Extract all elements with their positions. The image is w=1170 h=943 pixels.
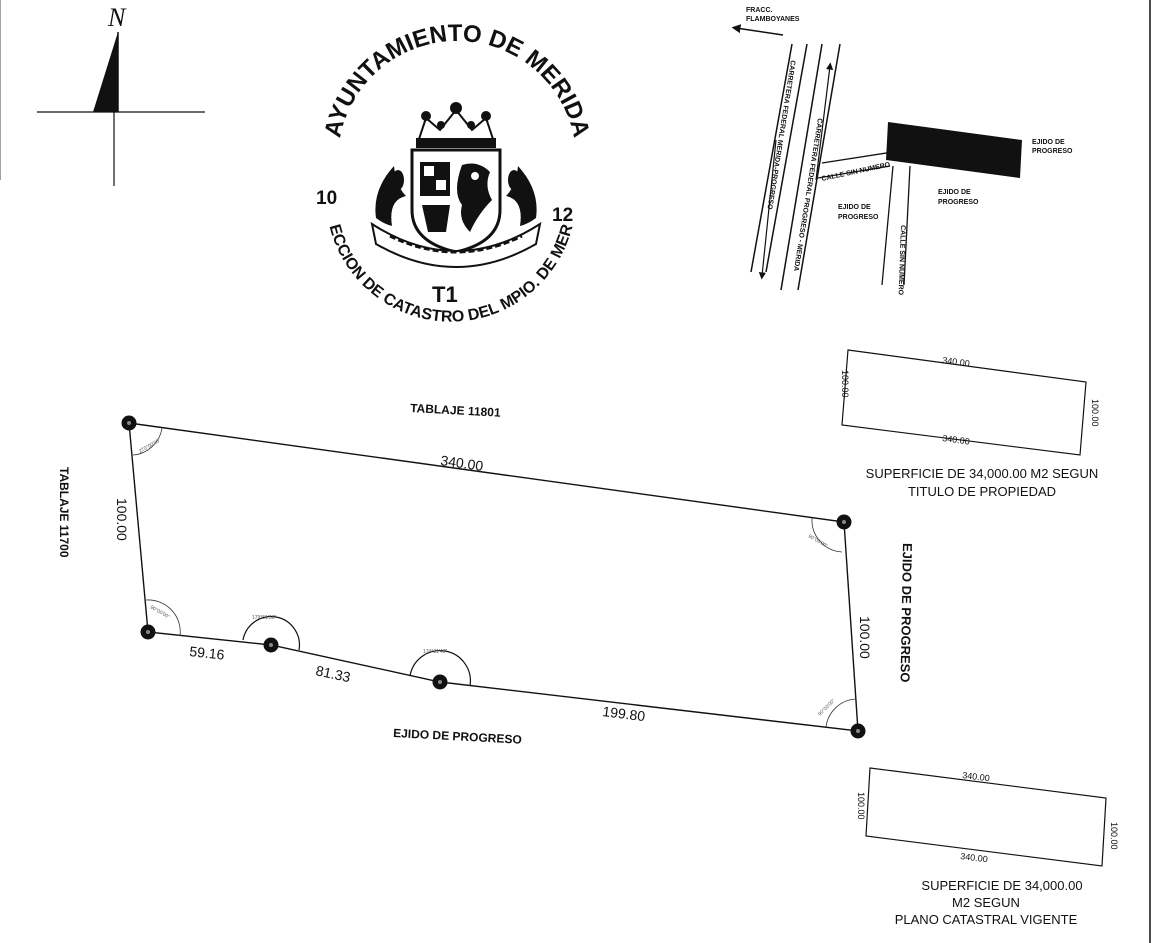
- lot-location-block: [886, 122, 1022, 178]
- cadastral-caption-2: M2 SEGUN: [952, 895, 1020, 910]
- vertex-marker: [836, 514, 852, 530]
- seal-right-number: 12: [552, 205, 573, 226]
- north-arrow: N: [37, 3, 205, 186]
- seal-code: T1: [432, 282, 458, 307]
- vertex-marker: [121, 415, 137, 431]
- angle-arc-nw: [132, 427, 163, 456]
- title-right-length: 100.00: [1090, 399, 1100, 427]
- flamboyanes-arrow: [731, 24, 784, 36]
- cadastral-rect: [865, 767, 1107, 867]
- angle-label-4: 90°00'00": [807, 534, 829, 550]
- angle-label-3: 174°31'43": [423, 649, 447, 655]
- ejido-right-label-1: EJIDO DE: [1032, 139, 1065, 146]
- side-west-length: 100.00: [114, 498, 130, 541]
- side-south-2-length: 81.33: [314, 662, 352, 685]
- title-deed-rect: [841, 349, 1087, 456]
- south-neighbor-label: EJIDO DE PROGRESO: [393, 726, 522, 747]
- vertex-marker: [850, 723, 866, 739]
- title-top-length: 340.00: [942, 355, 971, 369]
- flamboyanes-label-2: FLAMBOYANES: [746, 16, 800, 23]
- coat-of-arms-icon: [410, 148, 502, 254]
- southbound-arrow: [758, 139, 777, 280]
- street-vertical-label: CALLE SIN NUMERO: [897, 225, 906, 296]
- crown-icon: [416, 102, 496, 148]
- street-horizontal-label: CALLE SIN NUMERO: [821, 161, 891, 183]
- angle-label-6: 90°00'00": [149, 605, 171, 621]
- angle-arc-sw: [145, 599, 181, 637]
- foliage-icon: [375, 166, 537, 226]
- side-east-length: 100.00: [857, 616, 873, 659]
- cadastral-left-length: 100.00: [856, 792, 866, 820]
- east-neighbor-label: EJIDO DE PROGRESO: [898, 543, 915, 683]
- vertex-marker: [432, 674, 448, 690]
- north-symbol: N: [107, 3, 127, 32]
- angle-arc-se: [825, 698, 857, 728]
- vertex-marker: [140, 624, 156, 640]
- angle-label-2: 179°51'56": [252, 615, 276, 621]
- west-neighbor-label: TABLAJE 11700: [57, 467, 71, 558]
- north-arrow-head-icon: [93, 32, 118, 112]
- ejido-left-label-2: PROGRESO: [838, 214, 879, 221]
- northbound-arrow: [815, 62, 834, 181]
- title-deed-diagram: 340.00 340.00 100.00 100.00 SUPERFICIE D…: [840, 349, 1100, 499]
- flamboyanes-label-1: FRACC.: [746, 7, 772, 14]
- cadastral-plan-diagram: 340.00 340.00 100.00 100.00 SUPERFICIE D…: [856, 767, 1119, 927]
- ejido-center-label-1: EJIDO DE: [938, 189, 971, 196]
- angle-arc-ne: [811, 517, 843, 553]
- side-south-3-length: 199.80: [602, 703, 647, 724]
- north-neighbor-label: TABLAJE 11801: [410, 401, 501, 420]
- ejido-left-label-1: EJIDO DE: [838, 204, 871, 211]
- seal-left-number: 10: [316, 188, 337, 209]
- ejido-right-label-2: PROGRESO: [1032, 148, 1073, 155]
- ejido-center-label-2: PROGRESO: [938, 199, 979, 206]
- vertex-marker: [263, 637, 279, 653]
- side-south-1-length: 59.16: [189, 643, 226, 663]
- vertex-markers: [121, 415, 866, 739]
- angle-arc-v2: [409, 650, 472, 687]
- angle-label-5: 90°00'00": [817, 698, 837, 718]
- title-caption-2: TITULO DE PROPIEDAD: [908, 484, 1056, 499]
- title-left-length: 100.00: [840, 370, 850, 398]
- title-caption-1: SUPERFICIE DE 34,000.00 M2 SEGUN: [866, 466, 1099, 481]
- plot-boundary: [128, 422, 859, 732]
- cadastral-caption-3: PLANO CATASTRAL VIGENTE: [895, 912, 1078, 927]
- title-bottom-length: 340.00: [942, 433, 971, 447]
- angle-arc-v1: [242, 615, 301, 651]
- catastro-seal: AYUNTAMIENTO DE MERIDA DIRECCION DE CATA…: [0, 0, 595, 326]
- cadastral-right-length: 100.00: [1109, 822, 1119, 850]
- cadastral-top-length: 340.00: [962, 770, 991, 783]
- cadastral-caption-1: SUPERFICIE DE 34,000.00: [921, 878, 1082, 893]
- location-map: FRACC. FLAMBOYANES CARRETERA FEDERAL MER…: [731, 7, 1073, 296]
- cadastral-bottom-length: 340.00: [960, 851, 989, 864]
- main-plot: 270°00'00" 179°51'56" 174°31'43" 90°00'0…: [57, 401, 915, 747]
- angle-label-1: 270°00'00": [138, 437, 162, 454]
- ribbon-icon: [370, 221, 542, 268]
- side-north-length: 340.00: [440, 452, 485, 474]
